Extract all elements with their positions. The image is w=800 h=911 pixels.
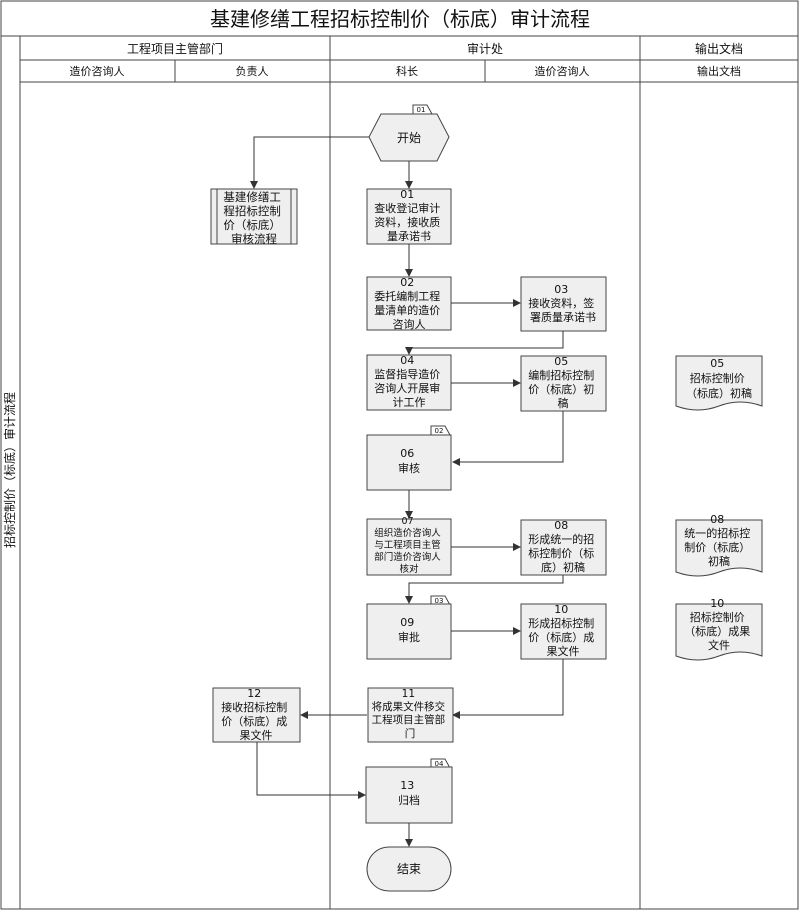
svg-text:09 审批: 09 审批 [398,616,420,644]
role-header-section-chief: 科长 [396,64,418,78]
step-02: 02 委托编制工程 量清单的造价 咨询人 [366,276,452,331]
svg-text:基建修缮工 程招标控制 价（标底）: 基建修缮工 程招标控制 价（标底） 审核流程 [223,190,284,246]
arrow-05-to-06 [452,411,564,466]
svg-text:01 查收登记审计 资料，接收质: 01 查收登记审计 资料，接收质 量承诺书 [374,188,444,243]
svg-text:10 形成招标控制 价（标底）成: 10 形成招标控制 价（标底）成 果文件 [528,603,598,658]
svg-text:08 形成统一的招 标控制价（标: 08 形成统一的招 标控制价（标 底）初稿 [528,519,598,574]
doc-10: 10 招标控制价 （标底）成果 文件 [675,597,763,661]
dept-header-audit: 审计处 [467,41,503,56]
step-04: 04 监督指导造价 咨询人开展审 计工作 [366,354,452,411]
svg-text:02: 02 [435,427,444,435]
step-08: 08 形成统一的招 标控制价（标 底）初稿 [520,519,607,576]
role-header-leader: 负责人 [236,64,269,78]
svg-text:05 编制招标控制 价（标底）初: 05 编制招标控制 价（标底）初 稿 [528,355,598,410]
svg-text:01: 01 [417,106,426,114]
step-05: 05 编制招标控制 价（标底）初 稿 [520,355,607,412]
role-header-consultant-2: 造价咨询人 [535,64,590,78]
dept-header-output: 输出文档 [695,41,743,56]
doc-05: 05 招标控制价 （标底）初稿 [675,355,763,411]
step-12: 12 接收招标控制 价（标底）成 果文件 [212,687,301,743]
subprocess-audit-flow: 基建修缮工 程招标控制 价（标底） 审核流程 [210,188,298,246]
svg-text:开始: 开始 [397,131,421,145]
arrow-start-to-sub [250,136,369,189]
step-10: 10 形成招标控制 价（标底）成 果文件 [520,603,607,660]
step-03: 03 接收资料，签 署质量承诺书 [520,276,607,332]
role-header-consultant-1: 造价咨询人 [70,64,125,78]
connectors [250,136,564,847]
dept-header-project: 工程项目主管部门 [127,41,223,56]
svg-text:结束: 结束 [397,862,421,876]
svg-text:05 招标控制价 （标底）初稿: 05 招标控制价 （标底）初稿 [686,357,752,400]
svg-text:02 委托编制工程 量清单的造价: 02 委托编制工程 量清单的造价 咨询人 [374,276,444,331]
svg-text:07 组织造价咨询人 与工程项目主管: 07 组织造价咨询人 与工程项目主管 部门造价咨询人 核对 [374,516,444,575]
svg-text:04: 04 [435,760,444,768]
start-node: 开始 [368,113,450,162]
role-header-output: 输出文档 [697,64,741,78]
end-node: 结束 [366,846,452,892]
svg-text:11 将成果文件移交 工程项目主管部: 11 将成果文件移交 工程项目主管部 门 [372,688,449,740]
step-01: 01 查收登记审计 资料，接收质 量承诺书 [366,188,452,245]
arrow-10-to-11 [452,659,564,719]
step-07: 07 组织造价咨询人 与工程项目主管 部门造价咨询人 核对 [366,516,452,576]
svg-text:03 接收资料，签 署质量承诺书: 03 接收资料，签 署质量承诺书 [528,283,598,324]
step-06: 06 审核 [366,434,452,491]
svg-text:12 接收招标控制 价（标底）成: 12 接收招标控制 价（标底）成 果文件 [221,687,291,742]
arrow-12-to-13 [256,742,366,799]
svg-text:06 审核: 06 审核 [398,447,420,475]
svg-text:04 监督指导造价 咨询人开展审: 04 监督指导造价 咨询人开展审 计工作 [374,354,444,409]
swimlane-side-label: 招标控制价（标底）审计流程 [2,392,17,548]
arrow-03-to-04 [405,331,564,355]
svg-text:03: 03 [435,597,444,605]
svg-text:13 归档: 13 归档 [398,779,420,807]
step-13: 13 归档 [365,766,453,824]
step-11: 11 将成果文件移交 工程项目主管部 门 [367,687,454,743]
step-09: 09 审批 [366,603,452,660]
diagram-title: 基建修缮工程招标控制价（标底）审计流程 [210,7,590,31]
arrow-08-to-09 [405,575,564,604]
doc-08: 08 统一的招标控 制价（标底） 初稿 [675,513,763,577]
svg-text:08 统一的招标控 制价（标底）: 08 统一的招标控 制价（标底） 初稿 [684,513,754,568]
svg-text:10 招标控制价 （标底）成果: 10 招标控制价 （标底）成果 文件 [684,597,754,652]
